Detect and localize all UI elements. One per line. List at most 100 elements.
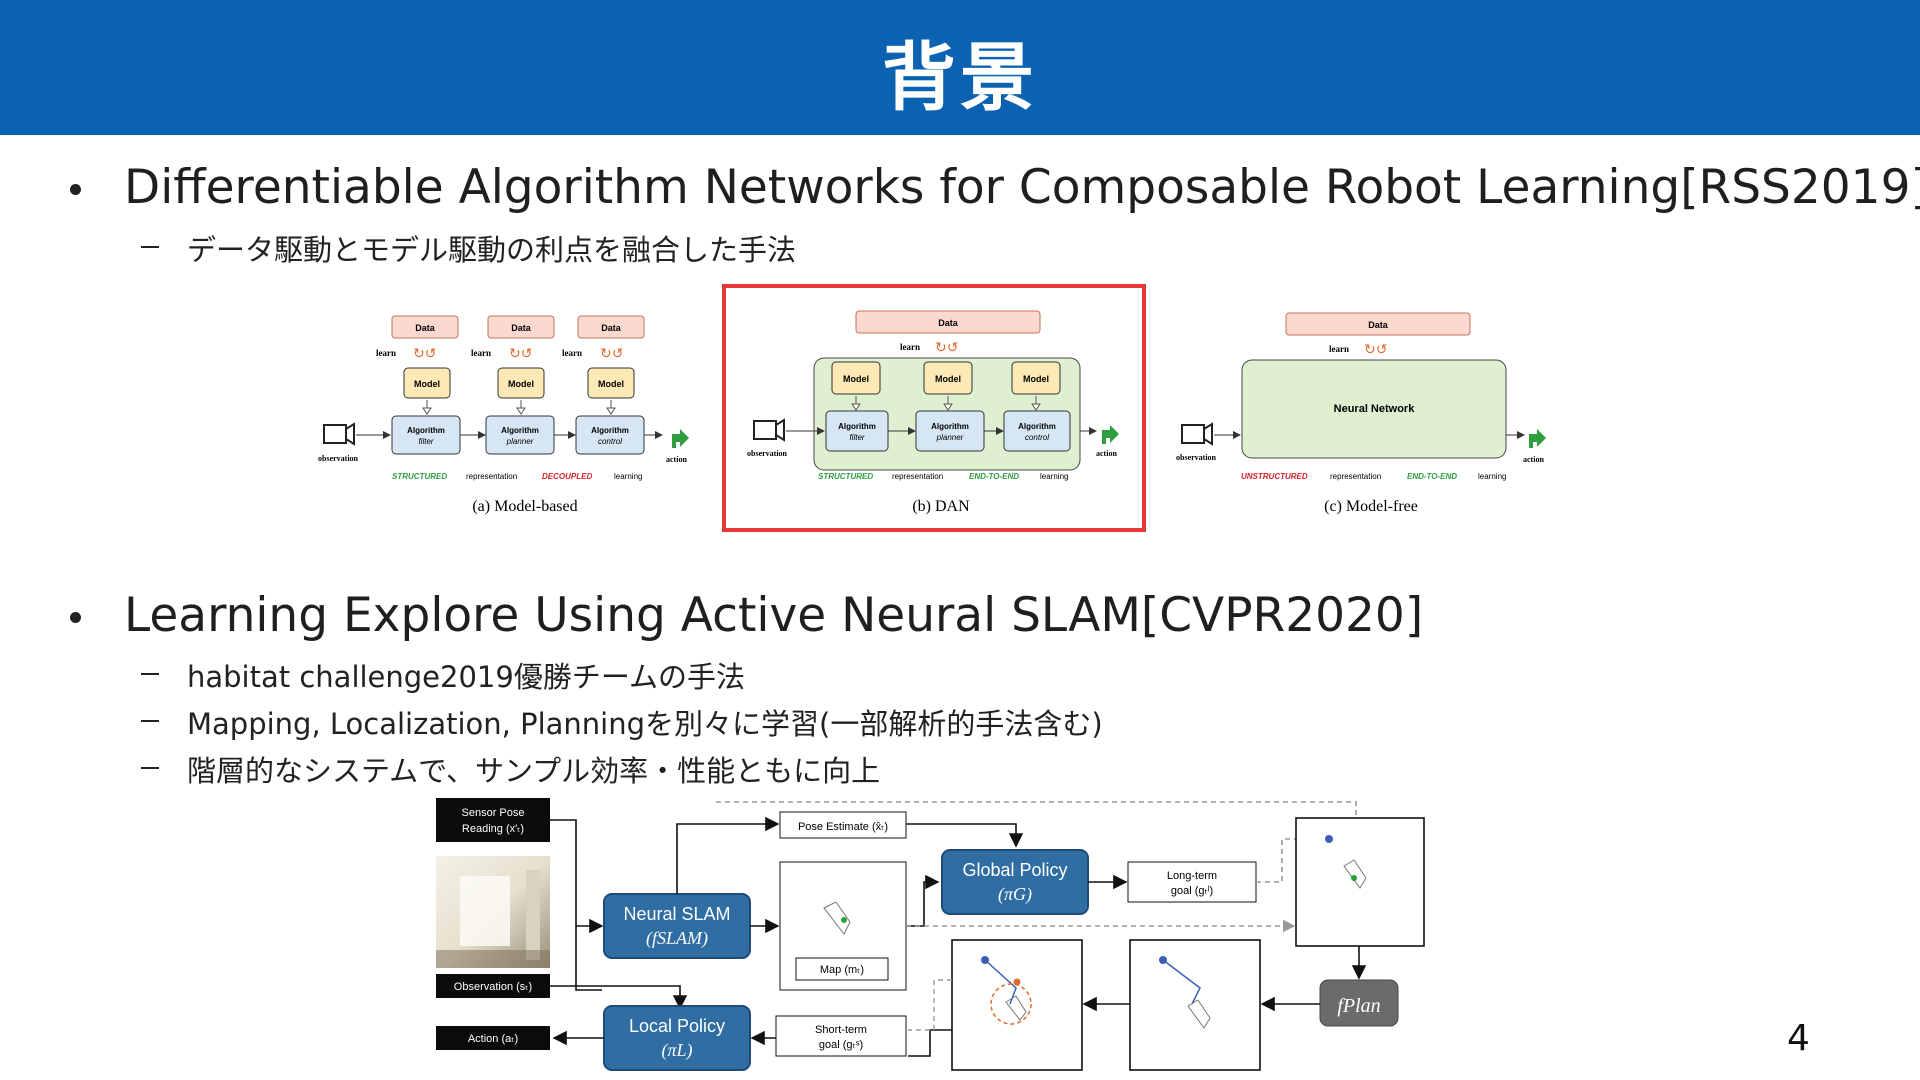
- learn-label: learn: [471, 348, 491, 358]
- caption-model-based: (a) Model-based: [472, 498, 577, 515]
- learn-arrows-icon: ↻↺: [413, 345, 436, 361]
- down-arrow: [422, 400, 432, 415]
- learn-arrows-icon: ↻↺: [1364, 341, 1387, 357]
- learn-label: learn: [900, 342, 920, 352]
- caption-dan: (b) DAN: [912, 498, 970, 515]
- svg-text:Neural SLAM: Neural SLAM: [623, 904, 730, 924]
- neural-network-box: Neural Network: [1241, 359, 1507, 459]
- learn-arrows-icon: ↻↺: [935, 339, 958, 355]
- down-arrow: [516, 400, 526, 415]
- model-box: Model: [831, 361, 881, 395]
- action-label: action: [1523, 455, 1544, 464]
- algorithm-control-box: Algorithm control: [1003, 410, 1071, 452]
- dan-figure: Data Data Data learn learn learn ↻↺ ↻↺ ↻…: [318, 284, 1546, 532]
- slide-title: 背景: [882, 35, 1038, 121]
- data-box: Data: [1285, 312, 1471, 336]
- svg-text:(πG): (πG): [998, 884, 1032, 905]
- decoupled-label: DECOUPLED: [542, 472, 592, 481]
- camera-icon: [753, 420, 777, 440]
- svg-text:Pose Estimate (x̂ₜ): Pose Estimate (x̂ₜ): [798, 821, 888, 833]
- svg-text:filter: filter: [849, 433, 864, 442]
- action-arrow-icon: [1102, 425, 1119, 444]
- svg-text:control: control: [1025, 433, 1049, 442]
- long-term-goal-box: Long-term goal (gₜˡ): [1127, 861, 1257, 903]
- algorithm-filter-box: Algorithm filter: [391, 415, 461, 455]
- svg-text:Model: Model: [1023, 374, 1049, 384]
- svg-text:Algorithm: Algorithm: [591, 426, 629, 435]
- learn-arrows-icon: ↻↺: [600, 345, 623, 361]
- observation-label: observation: [1176, 453, 1217, 462]
- model-box: Model: [587, 367, 635, 399]
- algorithm-planner-box: Algorithm planner: [915, 410, 985, 452]
- svg-text:Model: Model: [508, 379, 534, 389]
- representation-label: representation: [1330, 472, 1381, 481]
- svg-text:Action (aₜ): Action (aₜ): [468, 1033, 518, 1045]
- short-term-goal-map: [951, 939, 1083, 1071]
- action-label: action: [666, 455, 687, 464]
- sub-dash: [141, 246, 159, 248]
- learning-label: learning: [1478, 472, 1506, 481]
- down-arrow: [851, 396, 861, 411]
- learn-arrows-icon: ↻↺: [509, 345, 532, 361]
- pose-estimate-box: Pose Estimate (x̂ₜ): [779, 811, 907, 839]
- bullet-1-sub-1: データ駆動とモデル駆動の利点を融合した手法: [187, 233, 797, 267]
- model-based-diagram: Data Data Data learn learn learn ↻↺ ↻↺ ↻…: [318, 315, 689, 515]
- algorithm-filter-box: Algorithm filter: [825, 410, 889, 452]
- svg-text:Data: Data: [938, 318, 959, 328]
- action-arrow-icon: [672, 429, 689, 448]
- svg-text:Algorithm: Algorithm: [838, 422, 876, 431]
- down-arrow: [1031, 396, 1041, 411]
- bullet-dot: [70, 612, 81, 623]
- action-label-box: Action (aₜ): [436, 1026, 550, 1050]
- model-box: Model: [1011, 361, 1061, 395]
- learn-label: learn: [562, 348, 582, 358]
- global-policy-module: Global Policy (πG): [941, 849, 1089, 915]
- svg-text:Sensor Pose: Sensor Pose: [462, 807, 525, 819]
- bullet-2-sub-1: habitat challenge2019優勝チームの手法: [187, 660, 745, 694]
- svg-text:Global Policy: Global Policy: [962, 860, 1067, 880]
- structured-label: STRUCTURED: [818, 472, 873, 481]
- representation-label: representation: [892, 472, 943, 481]
- down-arrow: [606, 400, 616, 415]
- svg-text:Long-term: Long-term: [1167, 870, 1217, 882]
- svg-text:Reading (x′ₜ): Reading (x′ₜ): [462, 823, 524, 835]
- page-number: 4: [1787, 1018, 1810, 1059]
- learn-label: learn: [1329, 344, 1349, 354]
- svg-text:Model: Model: [598, 379, 624, 389]
- svg-text:(fSLAM): (fSLAM): [646, 928, 708, 949]
- short-term-goal-box: Short-term goal (gₜˢ): [775, 1015, 907, 1057]
- svg-text:control: control: [598, 437, 622, 446]
- down-arrow: [943, 396, 953, 411]
- sub-dash: [141, 767, 159, 769]
- svg-text:Data: Data: [1368, 320, 1389, 330]
- observation-label: observation: [747, 449, 788, 458]
- svg-text:Local Policy: Local Policy: [629, 1016, 725, 1036]
- observation-label: observation: [318, 454, 359, 463]
- svg-text:filter: filter: [418, 437, 433, 446]
- local-policy-module: Local Policy (πL): [603, 1005, 751, 1071]
- end-to-end-label: END-TO-END: [969, 472, 1019, 481]
- sensor-pose-box: Sensor Pose Reading (x′ₜ): [436, 798, 550, 842]
- observation-image: [436, 856, 550, 968]
- svg-text:Algorithm: Algorithm: [931, 422, 969, 431]
- svg-text:Neural Network: Neural Network: [1334, 403, 1416, 415]
- camera-icon: [323, 424, 347, 444]
- neural-slam-module: Neural SLAM (fSLAM): [603, 893, 751, 959]
- observation-label-box: Observation (sₜ): [436, 974, 550, 998]
- highlight-box: [722, 284, 1146, 532]
- algorithm-control-box: Algorithm control: [575, 415, 645, 455]
- end-to-end-label: END-TO-END: [1407, 472, 1457, 481]
- caption-model-free: (c) Model-free: [1324, 498, 1418, 515]
- learn-label: learn: [376, 348, 396, 358]
- svg-text:Data: Data: [601, 323, 622, 333]
- slam-figure: Sensor Pose Reading (x′ₜ) Observation (s…: [436, 798, 1425, 1071]
- map-panel: Map (mₜ): [779, 861, 907, 991]
- svg-text:Data: Data: [415, 323, 436, 333]
- svg-text:Short-term: Short-term: [815, 1024, 867, 1036]
- data-box: Data: [855, 310, 1041, 334]
- svg-text:Data: Data: [511, 323, 532, 333]
- structured-label: STRUCTURED: [392, 472, 447, 481]
- bullet-dot: [70, 184, 81, 195]
- model-box: Model: [497, 367, 545, 399]
- bullet-1-text: Differentiable Algorithm Networks for Co…: [124, 160, 1920, 215]
